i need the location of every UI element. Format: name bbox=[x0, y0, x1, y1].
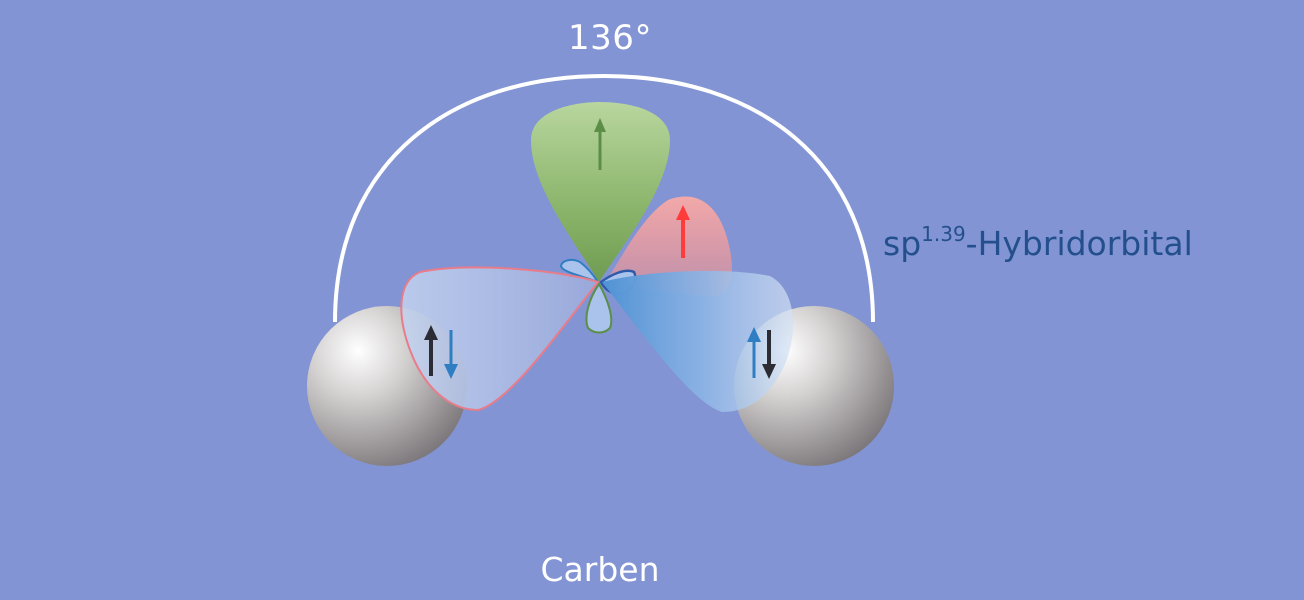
spin-up-arrow-icon bbox=[747, 327, 761, 378]
spin-down-arrow-icon bbox=[444, 330, 458, 379]
sigma-back-lobe-left bbox=[559, 258, 601, 285]
molecule-caption: Carben bbox=[540, 550, 660, 589]
spin-down-arrow-icon bbox=[762, 330, 776, 379]
spin-up-arrow-icon bbox=[594, 118, 606, 170]
sigma-orbital-right bbox=[602, 270, 794, 412]
hybrid-orbital-prefix: sp bbox=[883, 224, 922, 263]
hybrid-orbital-label: sp1.39-Hybridorbital bbox=[883, 222, 1193, 263]
spin-up-arrow-icon bbox=[424, 325, 438, 376]
lone-pair-orbital-lobe bbox=[531, 102, 670, 282]
hybrid-orbital-suffix: -Hybridorbital bbox=[965, 224, 1193, 263]
spin-up-arrow-icon bbox=[676, 205, 690, 258]
angle-arc bbox=[333, 73, 875, 323]
bond-angle-label: 136° bbox=[568, 18, 652, 58]
hybrid-orbital-exponent: 1.39 bbox=[921, 222, 966, 246]
lone-pair-back-lobe bbox=[585, 282, 613, 334]
